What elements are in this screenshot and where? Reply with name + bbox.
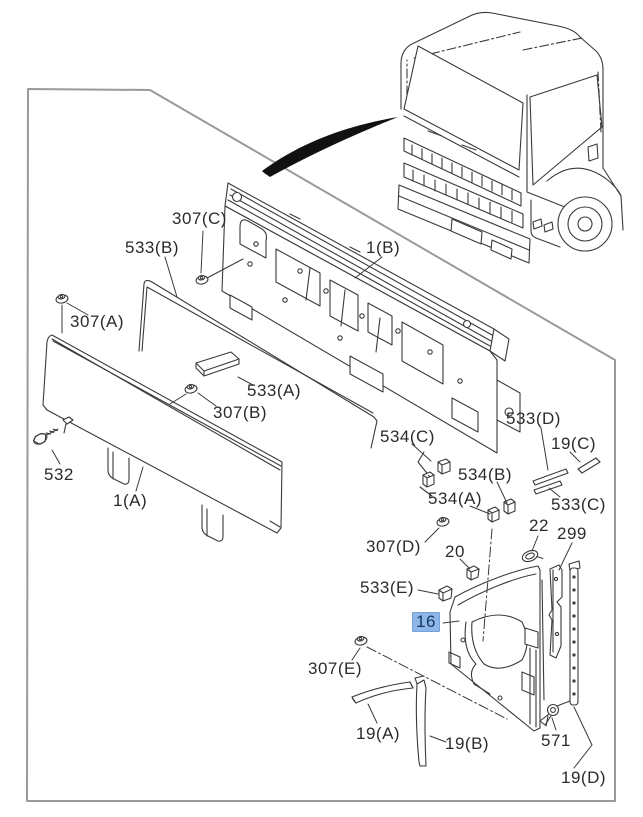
- bolt-532-icon: [32, 428, 59, 445]
- molding-533B-drawing: [138, 279, 378, 449]
- part-label-571[interactable]: 571: [541, 731, 571, 750]
- part-label-533D[interactable]: 533(D): [506, 409, 561, 428]
- part-label-22[interactable]: 22: [529, 516, 549, 535]
- part-label-533B[interactable]: 533(B): [125, 238, 180, 257]
- part-label-16[interactable]: 16: [412, 612, 440, 632]
- truck-cab-illustration: [397, 11, 624, 264]
- part-label-20[interactable]: 20: [445, 542, 465, 561]
- part-label-307A[interactable]: 307(A): [70, 312, 125, 331]
- nut-307-icons: [55, 274, 450, 646]
- seal-19A-drawing: [351, 681, 414, 704]
- part-label-534C[interactable]: 534(C): [380, 427, 435, 446]
- leader-lines: [51, 230, 593, 769]
- diagram-frame-border: [26, 88, 616, 802]
- part-label-19A[interactable]: 19(A): [356, 724, 401, 743]
- strips-533CD-19C-drawing: [532, 457, 601, 495]
- bracket-299-drawing: [548, 564, 563, 659]
- part-label-533E[interactable]: 533(E): [360, 578, 415, 597]
- part-label-19B[interactable]: 19(B): [445, 734, 490, 753]
- clip-533E-icon: [438, 585, 453, 602]
- part-label-534A[interactable]: 534(A): [428, 489, 483, 508]
- part-label-307B[interactable]: 307(B): [213, 403, 268, 422]
- clip-20-icon: [466, 565, 480, 581]
- corner-panel-16-drawing: [448, 565, 545, 732]
- part-label-1A[interactable]: 1(A): [113, 491, 148, 510]
- part-label-532[interactable]: 532: [44, 465, 74, 484]
- part-label-299[interactable]: 299: [557, 524, 587, 543]
- clip-571-icon: [539, 700, 571, 727]
- part-label-307C[interactable]: 307(C): [172, 209, 227, 228]
- part-label-534B[interactable]: 534(B): [458, 465, 513, 484]
- front-panel-1A-drawing: [42, 334, 283, 542]
- strip-533A-drawing: [195, 351, 240, 377]
- clip-534AB-icons: [487, 498, 516, 523]
- part-label-19D[interactable]: 19(D): [561, 768, 607, 787]
- part-label-533C[interactable]: 533(C): [551, 495, 606, 514]
- clip-534C-icons: [417, 451, 451, 497]
- swoosh-pointer: [262, 117, 398, 177]
- clip-22-icon: [521, 549, 544, 563]
- dash-panel-1B-drawing: [221, 182, 521, 454]
- part-label-19C[interactable]: 19(C): [551, 434, 597, 453]
- strip-19D-drawing: [568, 560, 581, 706]
- seal-19B-drawing: [414, 675, 427, 767]
- part-label-307E[interactable]: 307(E): [308, 659, 363, 678]
- part-label-307D[interactable]: 307(D): [366, 537, 421, 556]
- part-label-1B[interactable]: 1(B): [366, 238, 401, 257]
- part-label-533A[interactable]: 533(A): [247, 381, 302, 400]
